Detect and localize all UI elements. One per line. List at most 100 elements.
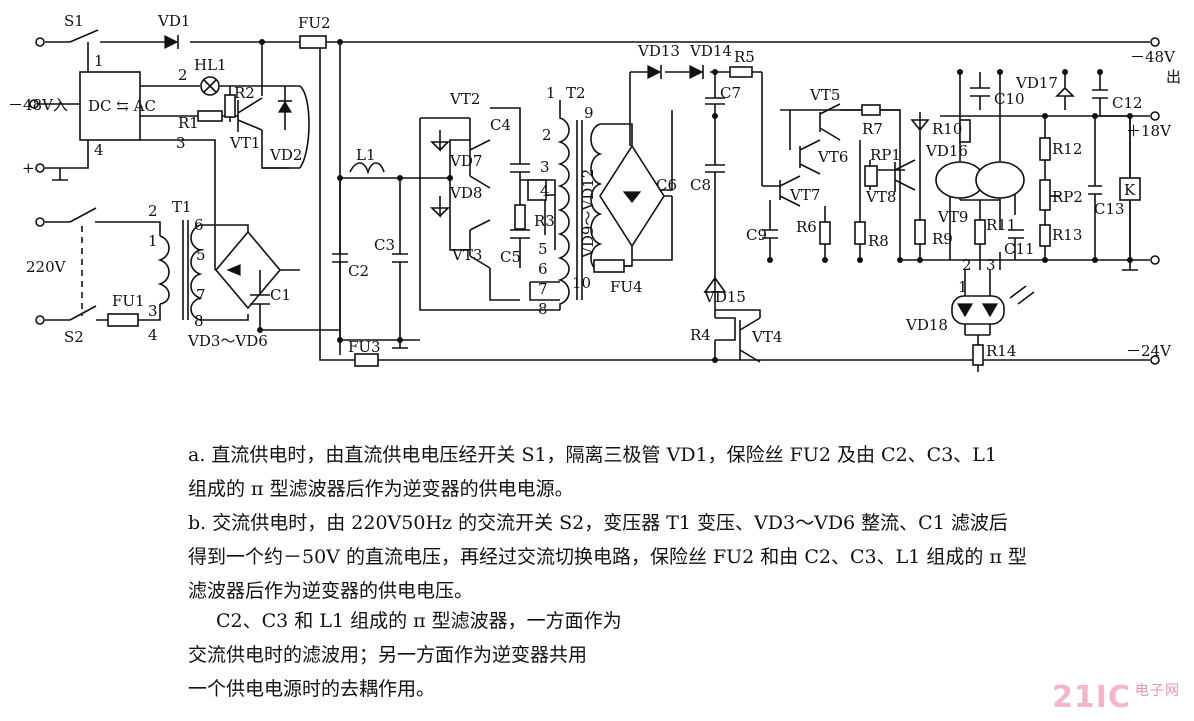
label-vd9-12: VD9～VD12	[579, 169, 597, 259]
label-r8: R8	[868, 232, 889, 250]
label-vt7: VT7	[789, 186, 820, 204]
potentiometer-rp1	[864, 165, 878, 187]
resistor-r8	[854, 221, 866, 245]
label-t1: T1	[172, 198, 192, 216]
label-out24: －24V	[1126, 342, 1172, 360]
optocoupler-vd18	[951, 295, 1005, 325]
paragraph-a-line2: 组成的 π 型滤波器后作为逆变器的供电电源。	[188, 478, 574, 500]
label-n2-t2: 2	[542, 126, 552, 144]
label-k: K	[1124, 181, 1136, 199]
paragraph-c: C2、C3 和 L1 组成的 π 型滤波器，一方面作为 交流供电时的滤波用；另一…	[188, 604, 622, 706]
resistor-r5	[729, 66, 753, 78]
resistor-r13	[1039, 224, 1051, 247]
label-vt9: VT9	[937, 208, 968, 226]
label-vd18: VD18	[905, 316, 948, 334]
resistor-r10	[959, 119, 971, 143]
paragraph-a: a. 直流供电时，由直流供电电压经开关 S1，隔离三极管 VD1，保险丝 FU2…	[188, 438, 997, 506]
label-vd17: VD17	[1015, 74, 1058, 92]
label-c9: C9	[746, 226, 767, 244]
paragraph-a-line1: a. 直流供电时，由直流供电电压经开关 S1，隔离三极管 VD1，保险丝 FU2…	[188, 444, 997, 466]
label-vt5: VT5	[809, 86, 840, 104]
resistor-r14	[972, 344, 984, 366]
junctions	[257, 39, 1133, 363]
label-vd15: VD15	[703, 288, 746, 306]
paragraph-b-line1: b. 交流供电时，由 220V50Hz 的交流开关 S2，变压器 T1 变压、V…	[188, 512, 1008, 534]
label-r4: R4	[690, 326, 711, 344]
label-c12: C12	[1112, 94, 1143, 112]
label-n6-t2: 6	[538, 260, 548, 278]
label-vt4: VT4	[751, 328, 782, 346]
dc-ac-converter	[79, 71, 141, 141]
label-n4-t2: 4	[540, 182, 550, 200]
label-vd14: VD14	[689, 42, 732, 60]
label-plus: +	[22, 159, 35, 177]
label-in48: －48V入	[8, 96, 68, 114]
resistor-r1	[197, 110, 223, 122]
label-r12: R12	[1052, 140, 1082, 158]
label-c6: C6	[656, 176, 677, 194]
resistor-r9	[914, 219, 926, 245]
label-n2-vd18: 2	[962, 256, 972, 274]
watermark-site: 电子网	[1135, 683, 1180, 699]
label-hl1: HL1	[194, 56, 227, 74]
label-vd3-6: VD3～VD6	[187, 332, 268, 350]
label-c5: C5	[500, 248, 521, 266]
label-n1-vd18: 1	[958, 278, 968, 296]
label-c2: C2	[348, 262, 369, 280]
label-s1: S1	[64, 12, 84, 30]
label-fu4: FU4	[610, 278, 643, 296]
label-c11: C11	[1004, 240, 1035, 258]
label-out48: －48V	[1130, 48, 1176, 66]
label-vd13: VD13	[637, 42, 680, 60]
label-s2: S2	[64, 328, 84, 346]
label-n4-t1: 4	[148, 326, 158, 344]
label-n5-t2: 5	[538, 240, 548, 258]
label-vt2: VT2	[449, 90, 480, 108]
label-r11: R11	[986, 216, 1016, 234]
watermark-brand: 21IC	[1052, 680, 1131, 715]
label-r2: R2	[234, 84, 255, 102]
label-n4-a: 4	[94, 141, 104, 159]
diode-vd13	[647, 65, 662, 79]
potentiometer-rp2	[1039, 179, 1051, 211]
label-fu2: FU2	[298, 14, 331, 32]
diode-vd14	[689, 65, 704, 79]
label-r7: R7	[862, 120, 883, 138]
label-n2-a: 2	[178, 66, 188, 84]
label-c1: C1	[270, 286, 291, 304]
label-vd16: VD16	[925, 142, 968, 160]
label-vt1: VT1	[229, 134, 260, 152]
resistor-r2	[224, 94, 236, 118]
paragraph-c-line3: 一个供电电源时的去耦作用。	[188, 678, 436, 700]
label-n6-t1: 6	[194, 216, 204, 234]
label-c4: C4	[490, 116, 511, 134]
label-n8-t2: 8	[538, 300, 548, 318]
label-n3-vd18: 3	[986, 256, 996, 274]
vd18-led	[956, 303, 974, 318]
relay-k	[1119, 177, 1141, 201]
fuse-fu2	[299, 35, 327, 49]
label-n7-t2: 7	[538, 280, 548, 298]
label-vt3: VT3	[451, 246, 482, 264]
label-r5: R5	[734, 48, 755, 66]
paragraph-c-line2: 交流供电时的滤波用；另一方面作为逆变器共用	[188, 644, 588, 666]
label-r1: R1	[178, 114, 199, 132]
label-t2: T2	[566, 84, 586, 102]
label-dc-ac: DC ⇆ AC	[88, 97, 156, 115]
label-n3-t1: 3	[148, 302, 158, 320]
label-n3-t2: 3	[540, 158, 550, 176]
label-r13: R13	[1052, 226, 1082, 244]
label-n3-a: 3	[176, 134, 186, 152]
label-r10: R10	[932, 120, 962, 138]
label-vd8: VD8	[449, 184, 482, 202]
diode-vd2	[277, 100, 293, 113]
label-vt6: VT6	[817, 148, 848, 166]
components	[79, 35, 1141, 367]
resistor-r11	[974, 219, 986, 245]
label-n2-t1: 2	[148, 202, 158, 220]
bridge-diode-vd3-6	[226, 264, 241, 276]
resistor-r12	[1039, 137, 1051, 161]
label-c10: C10	[994, 90, 1025, 108]
resistor-r3	[514, 204, 526, 230]
